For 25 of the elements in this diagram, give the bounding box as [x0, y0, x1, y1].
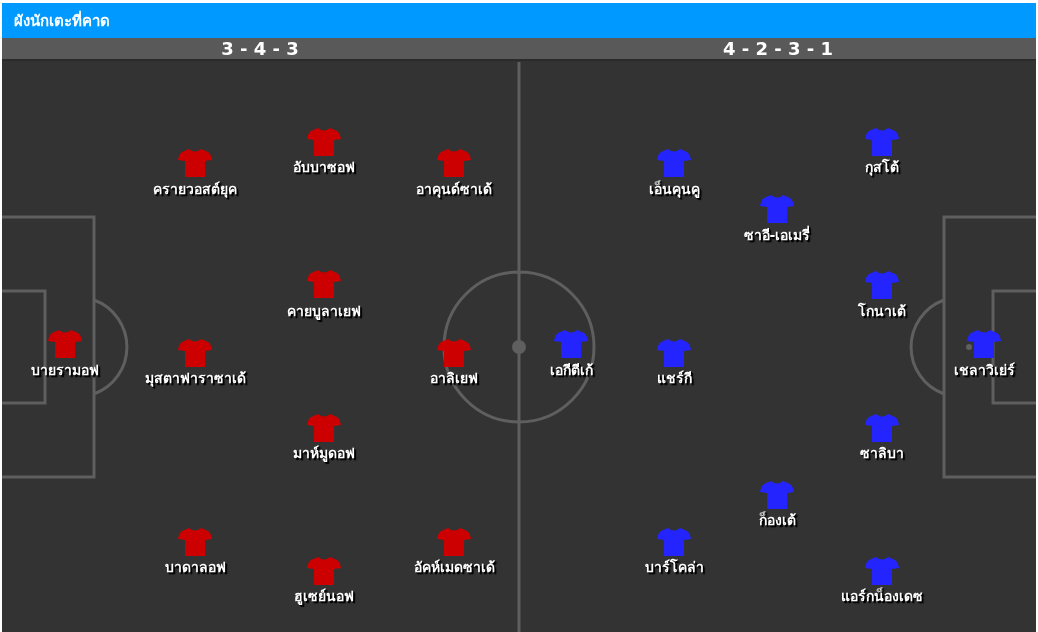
player-name: ก็องเต้	[758, 510, 796, 530]
player-name: ซาอี-เอเมรี่	[743, 225, 811, 245]
player-name: อาคุนด์ซาเด้	[416, 179, 492, 199]
player-name: เอกีตีเก้	[549, 360, 593, 380]
title: ผังนักเตะที่คาด	[14, 9, 110, 32]
player-name: คายบูลาเยฟ	[287, 301, 361, 321]
formation-label: 3 - 4 - 3	[221, 39, 299, 59]
player-name: แอร์กน็องเดซ	[841, 586, 923, 606]
player-name: เชลาวิเย่ร์	[953, 360, 1015, 380]
player-name: โกนาเต้	[858, 301, 906, 321]
player-name: อาลิเยฟ	[430, 368, 478, 388]
player-name: ครายวอสต์ยุค	[153, 179, 237, 199]
player-name: กุสโต้	[865, 157, 899, 177]
player-name: บาดาลอฟ	[164, 557, 226, 577]
player-name: มาห์มูดอฟ	[293, 443, 355, 463]
player-name: อัคห์เมดซาเด้	[413, 557, 495, 577]
player-name: มุสตาฟาราซาเด้	[144, 368, 246, 388]
player-name: บายรามอฟ	[31, 360, 99, 380]
formation-label: 4 - 2 - 3 - 1	[722, 39, 834, 59]
player-name: แชร์กี	[656, 368, 692, 388]
player-name: ซาลิบา	[860, 443, 904, 463]
player-name: เอ็นคุนคู	[648, 179, 700, 199]
player-name: อับบาซอฟ	[293, 157, 355, 177]
player-name: ฮูเซย์นอฟ	[294, 586, 354, 606]
player-name: บาร์โคล่า	[644, 557, 704, 577]
